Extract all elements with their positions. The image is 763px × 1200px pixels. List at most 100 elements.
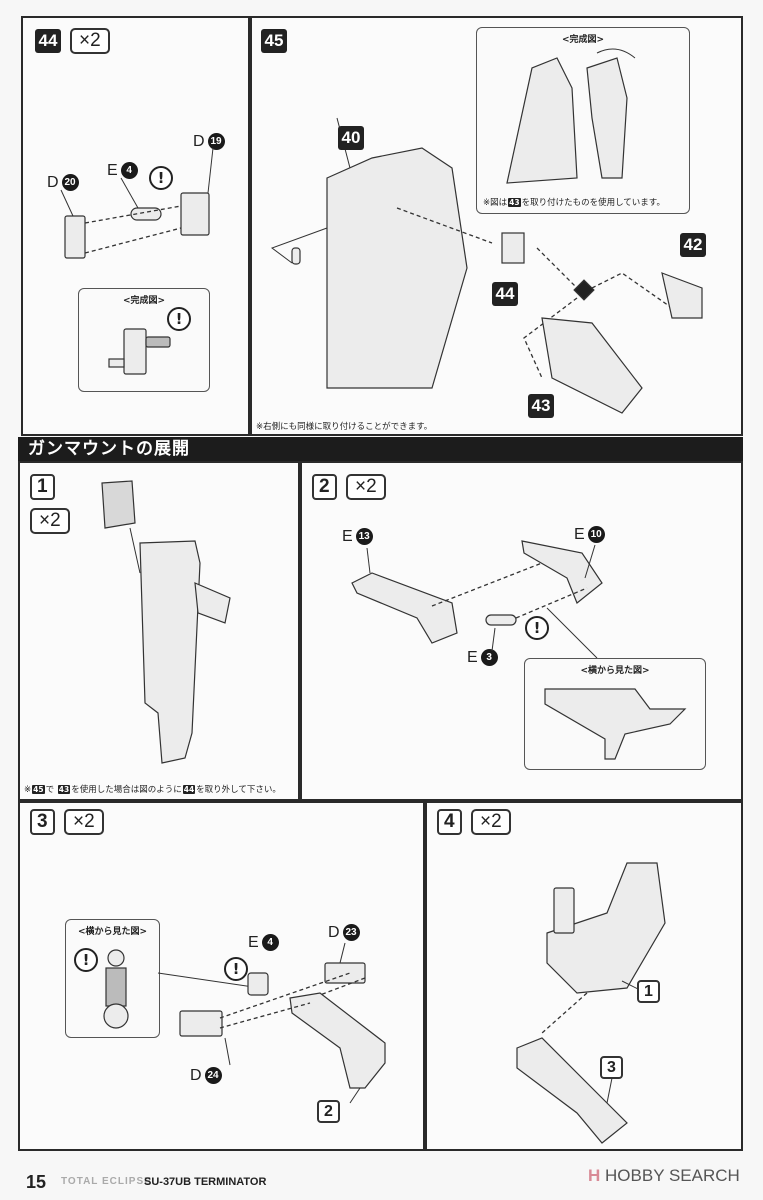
step-45-diagram xyxy=(270,117,703,414)
caution-icon: ! xyxy=(149,166,173,190)
step-4-panel: 4 ×2 1 3 xyxy=(425,801,743,1151)
side-view-diagram xyxy=(544,688,687,760)
removal-arrow xyxy=(270,227,328,264)
callout-44: 44 xyxy=(492,282,518,306)
caution-icon: ! xyxy=(224,957,248,981)
section-title-bar: ガンマウントの展開 xyxy=(18,437,743,461)
gun-mount-assembly xyxy=(139,540,201,764)
inset-title: <完成図> xyxy=(561,35,605,45)
quantity-multiplier: ×2 xyxy=(471,809,511,835)
step-3-diagram xyxy=(157,942,386,1104)
assembly-arrow xyxy=(515,587,588,619)
removal-arrow xyxy=(129,527,141,574)
part-d20 xyxy=(64,215,86,259)
step-number: 2 xyxy=(312,474,337,500)
completed-view-inset: <完成図> ! xyxy=(78,288,210,392)
quantity-multiplier: ×2 xyxy=(346,474,386,500)
assembly-arrow xyxy=(591,272,673,309)
quantity-multiplier: ×2 xyxy=(64,809,104,835)
part-d19 xyxy=(180,192,210,236)
part-43 xyxy=(541,317,643,414)
completed-view-diagram xyxy=(108,328,171,375)
assembly-arrow xyxy=(396,207,493,244)
part-d24 xyxy=(179,1010,223,1037)
callout-42: 42 xyxy=(680,233,706,257)
magazine xyxy=(194,582,231,624)
assembly-3 xyxy=(516,1037,628,1144)
inset-title: <横から見た図> xyxy=(580,666,650,676)
magazine xyxy=(553,887,575,934)
part-e4 xyxy=(130,207,162,221)
assembly-arrow xyxy=(219,1002,311,1029)
inset-title: <横から見た図> xyxy=(77,927,148,937)
assembly-1 xyxy=(546,862,666,994)
callout-assembly-2: 2 xyxy=(317,1100,340,1123)
quantity-multiplier: ×2 xyxy=(30,508,70,534)
assembly-arrow xyxy=(523,297,578,379)
assembly-2 xyxy=(289,992,386,1089)
quantity-multiplier: ×2 xyxy=(70,28,110,54)
page-number: 15 xyxy=(26,1172,47,1192)
assembly-arrow xyxy=(84,227,182,254)
completed-view-diagram xyxy=(506,48,636,184)
torso-assembly xyxy=(326,147,468,389)
part-44 xyxy=(501,232,525,264)
assembly-arrow xyxy=(319,977,366,996)
assembly-arrow xyxy=(431,562,543,607)
series-logo: TOTAL ECLIPSE xyxy=(61,1176,152,1187)
caution-icon: ! xyxy=(74,948,98,972)
attachment-point xyxy=(573,279,595,301)
step-number: 44 xyxy=(35,29,61,53)
step-number: 3 xyxy=(30,809,55,835)
assembly-arrow xyxy=(541,992,588,1034)
callout-40: 40 xyxy=(338,126,364,150)
callout-assembly-3: 3 xyxy=(600,1056,623,1079)
inset-title: <完成図> xyxy=(122,296,166,306)
side-view-diagram xyxy=(103,949,129,1029)
caution-icon: ! xyxy=(167,307,191,331)
removed-part-44 xyxy=(101,480,136,529)
removed-part xyxy=(291,247,301,265)
assembly-arrow xyxy=(84,205,182,224)
step-2-diagram xyxy=(351,540,603,659)
part-e4 xyxy=(247,972,269,996)
callout-assembly-1: 1 xyxy=(637,980,660,1003)
model-name: SU-37UB TERMINATOR xyxy=(144,1176,267,1188)
assembly-arrow xyxy=(219,972,351,1019)
assembly-arrow xyxy=(536,247,583,294)
part-e10 xyxy=(521,540,603,604)
side-view-inset: <横から見た図> ! xyxy=(65,919,160,1038)
watermark-logo-icon: H xyxy=(588,1166,601,1185)
part-42 xyxy=(661,272,703,319)
caution-icon: ! xyxy=(525,616,549,640)
part-e3 xyxy=(485,614,517,626)
step-note: ※右側にも同様に取り付けることができます。 xyxy=(256,422,433,432)
step-44-diagram xyxy=(60,147,214,259)
step-4-diagram xyxy=(516,862,666,1144)
step-number: 4 xyxy=(437,809,462,835)
side-view-inset: <横から見た図> xyxy=(524,658,706,770)
watermark-text: HOBBY SEARCH xyxy=(605,1166,740,1185)
part-e13 xyxy=(351,572,458,644)
callout-43: 43 xyxy=(528,394,554,418)
step-number: 45 xyxy=(261,29,287,53)
step-number: 1 xyxy=(30,474,55,500)
step-1-diagram xyxy=(101,480,231,764)
